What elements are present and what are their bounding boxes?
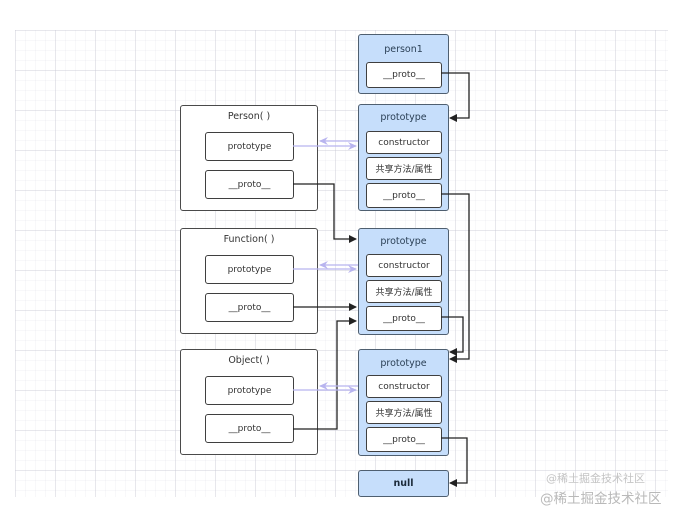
slot-proto: __proto__ bbox=[205, 170, 294, 199]
node-title: Object( ) bbox=[228, 355, 270, 366]
person-prototype-node: prototype constructor 共享方法/属性 __proto__ bbox=[358, 104, 449, 211]
watermark-text: @稀土掘金技术社区 bbox=[540, 491, 662, 507]
node-title: Person( ) bbox=[227, 111, 271, 122]
person-constructor-node: Person( ) prototype __proto__ bbox=[180, 105, 318, 211]
function-constructor-node: Function( ) prototype __proto__ bbox=[180, 228, 318, 334]
object-prototype-node: prototype constructor 共享方法/属性 __proto__ bbox=[358, 349, 449, 456]
watermark-text: @稀土掘金技术社区 bbox=[546, 472, 645, 485]
slot-proto: __proto__ bbox=[366, 306, 442, 331]
slot-prototype: prototype bbox=[205, 132, 294, 161]
node-title: prototype bbox=[380, 358, 427, 369]
slot-shared-methods: 共享方法/属性 bbox=[366, 157, 442, 180]
slot-proto: __proto__ bbox=[366, 427, 442, 452]
node-title: prototype bbox=[380, 112, 427, 123]
function-prototype-node: prototype constructor 共享方法/属性 __proto__ bbox=[358, 228, 449, 335]
node-title: person1 bbox=[384, 44, 423, 55]
person1-instance-node: person1 __proto__ bbox=[358, 34, 449, 94]
slot-constructor: constructor bbox=[366, 254, 442, 277]
slot-constructor: constructor bbox=[366, 375, 442, 398]
slot-proto: __proto__ bbox=[205, 414, 294, 443]
slot-prototype: prototype bbox=[205, 376, 294, 405]
slot-shared-methods: 共享方法/属性 bbox=[366, 280, 442, 303]
slot-shared-methods: 共享方法/属性 bbox=[366, 401, 442, 424]
slot-proto: __proto__ bbox=[366, 183, 442, 208]
node-title: Function( ) bbox=[223, 234, 275, 245]
slot-proto: __proto__ bbox=[205, 293, 294, 322]
slot-proto: __proto__ bbox=[366, 62, 442, 88]
slot-constructor: constructor bbox=[366, 131, 442, 154]
slot-prototype: prototype bbox=[205, 255, 294, 284]
null-node: null bbox=[358, 470, 449, 497]
object-constructor-node: Object( ) prototype __proto__ bbox=[180, 349, 318, 455]
cropped-caption-text bbox=[14, 0, 574, 1]
node-title: prototype bbox=[380, 236, 427, 247]
diagram-canvas-grid bbox=[15, 30, 668, 497]
